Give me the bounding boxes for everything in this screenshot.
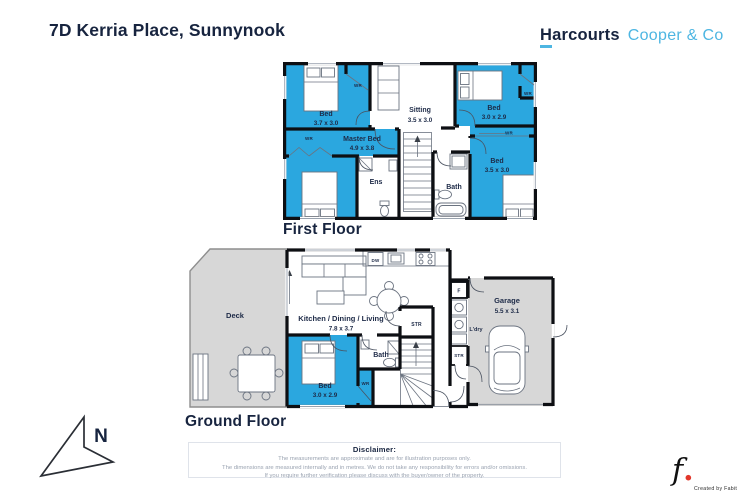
- wardrobe-label: WR: [305, 136, 313, 141]
- bed-icon: [301, 171, 338, 219]
- disclaimer-line: If you require further verification plea…: [264, 473, 485, 480]
- ensuite-fixtures-icon: [358, 157, 398, 217]
- room-label: Master Bed: [343, 136, 381, 143]
- room-dims: 3.7 x 3.0: [314, 120, 339, 127]
- room-label: Bed: [487, 105, 500, 112]
- room-dims: 3.0 x 2.9: [313, 392, 338, 399]
- bed-icon: [303, 64, 339, 112]
- first-floor-inner-walls: [284, 63, 536, 219]
- north-label: N: [94, 426, 108, 447]
- credit-text: Created by Fabit: [694, 486, 738, 492]
- room-dims: 7.8 x 3.7: [329, 326, 354, 333]
- bathroom-fixtures-icon: [360, 339, 400, 368]
- room-dims: 3.0 x 2.9: [482, 114, 507, 121]
- dishwasher-label: DW: [372, 258, 380, 263]
- door-arc-icon: [329, 277, 568, 407]
- agency-logo-name-wrap: Harcourts: [540, 26, 620, 48]
- fabit-logo-dot: .: [683, 453, 694, 488]
- room-label: Ens: [370, 179, 383, 186]
- first-floor-label: First Floor: [283, 221, 362, 238]
- car-icon: [485, 325, 529, 395]
- door-arc-icon: [355, 109, 487, 171]
- north-compass: N: [39, 414, 116, 478]
- room-dims: 3.5 x 3.0: [408, 117, 433, 124]
- wardrobe-icon: [377, 65, 400, 111]
- north-arrow-icon: [39, 414, 116, 478]
- disclaimer-box: Disclaimer: The measurements are approxi…: [188, 442, 561, 480]
- room-dims: 3.5 x 3.0: [485, 167, 510, 174]
- laundry-label: L'dry: [469, 327, 483, 333]
- room-label: Bed: [319, 111, 332, 118]
- bed-icon: [457, 70, 503, 101]
- bed-icon: [301, 340, 336, 385]
- disclaimer-line: The measurements are approximate and are…: [278, 456, 471, 462]
- ground-floor-label: Ground Floor: [185, 413, 287, 430]
- storage-label: STR: [454, 353, 464, 358]
- first-floor-plan: Bed 3.7 x 3.0 Sitting 3.5 x 3.0 Bed 3.0 …: [283, 62, 537, 221]
- room-label: Bath: [446, 184, 462, 191]
- sofa-icon: [301, 255, 367, 296]
- ground-floor-plan: Deck Kitchen / Dining / Living 7.8 x 3.7…: [189, 248, 568, 409]
- window-icon: [283, 62, 537, 221]
- agency-logo-name: Harcourts: [540, 26, 620, 44]
- wardrobe-label: WR: [354, 83, 362, 88]
- room-dims: 5.5 x 3.1: [495, 308, 520, 315]
- kitchen-counter-icon: [362, 250, 449, 267]
- disclaimer-title: Disclaimer:: [352, 445, 397, 454]
- agency-logo-underline: [540, 45, 552, 48]
- storage-label: STR: [411, 322, 422, 328]
- fabit-logo-mark: f: [672, 453, 684, 488]
- nook-walls: [450, 281, 468, 366]
- room-label: Bath: [373, 352, 389, 359]
- closet-door-icon: [288, 73, 535, 157]
- ground-floor-walls: [285, 248, 555, 409]
- page-title: 7D Kerria Place, Sunnynook: [49, 20, 286, 40]
- agency-logo: Harcourts Cooper & Co: [540, 26, 724, 48]
- room-label: Bed: [318, 383, 331, 390]
- bathroom-fixtures-icon: [434, 153, 468, 217]
- bed-icon: [502, 174, 536, 220]
- disclaimer-line: The dimensions are measured internally a…: [221, 464, 528, 471]
- coffee-table-icon: [316, 290, 345, 305]
- wardrobe-label: WR: [505, 131, 513, 136]
- wardrobe-label: WR: [362, 381, 370, 386]
- fridge-label: F: [457, 289, 460, 295]
- room-label: Sitting: [409, 107, 431, 114]
- agency-logo-suffix: Cooper & Co: [627, 27, 724, 44]
- bench-icon: [192, 353, 209, 401]
- outdoor-table-icon: [229, 346, 284, 401]
- room-label: Kitchen / Dining / Living: [298, 314, 384, 323]
- wardrobe-label: WR: [524, 91, 532, 96]
- stairs-up-arrow-icon: [413, 341, 419, 348]
- room-label: Deck: [226, 311, 245, 320]
- room-label: Garage: [494, 296, 520, 305]
- window-icon: [285, 248, 555, 409]
- room-label: Bed: [490, 158, 503, 165]
- laundry-appliances-icon: [451, 299, 467, 345]
- room-dims: 4.9 x 3.8: [350, 145, 375, 152]
- stairs-up-arrow-icon: [414, 135, 421, 142]
- fabit-logo: f.: [672, 453, 694, 488]
